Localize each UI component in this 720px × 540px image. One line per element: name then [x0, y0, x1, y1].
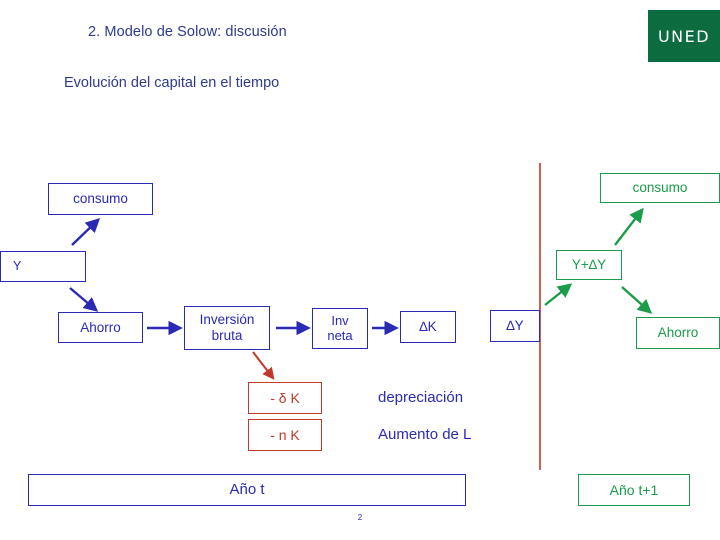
box-consumo-right[interactable]: consumo [600, 173, 720, 203]
box-delta-k[interactable]: ∆K [400, 311, 456, 343]
logo-text: UNED [657, 26, 711, 46]
box-inversion-bruta[interactable]: Inversión bruta [184, 306, 270, 350]
page-title: 2. Modelo de Solow: discusión [88, 24, 287, 40]
page-number: 2 [357, 513, 363, 522]
box-consumo-left[interactable]: consumo [48, 183, 153, 215]
label-depreciacion: depreciación [378, 389, 464, 406]
box-ahorro-left[interactable]: Ahorro [58, 312, 143, 343]
box-ano-t-plus-1[interactable]: Año t+1 [578, 474, 690, 506]
box-inv-neta[interactable]: Inv neta [312, 308, 368, 349]
page-subtitle: Evolución del capital en el tiempo [64, 75, 280, 91]
box-minus-delta-k[interactable]: - δ K [248, 382, 322, 414]
label-aumento-de-l: Aumento de L [378, 426, 472, 443]
box-ano-t[interactable]: Año t [28, 474, 466, 506]
box-y-plus-delta-y[interactable]: Y+∆Y [556, 250, 622, 280]
box-y[interactable]: Y [0, 251, 86, 282]
box-delta-y[interactable]: ∆Y [490, 310, 540, 342]
uned-logo: UNED [648, 10, 720, 62]
box-ahorro-right[interactable]: Ahorro [636, 317, 720, 349]
box-minus-n-k[interactable]: - n K [248, 419, 322, 451]
